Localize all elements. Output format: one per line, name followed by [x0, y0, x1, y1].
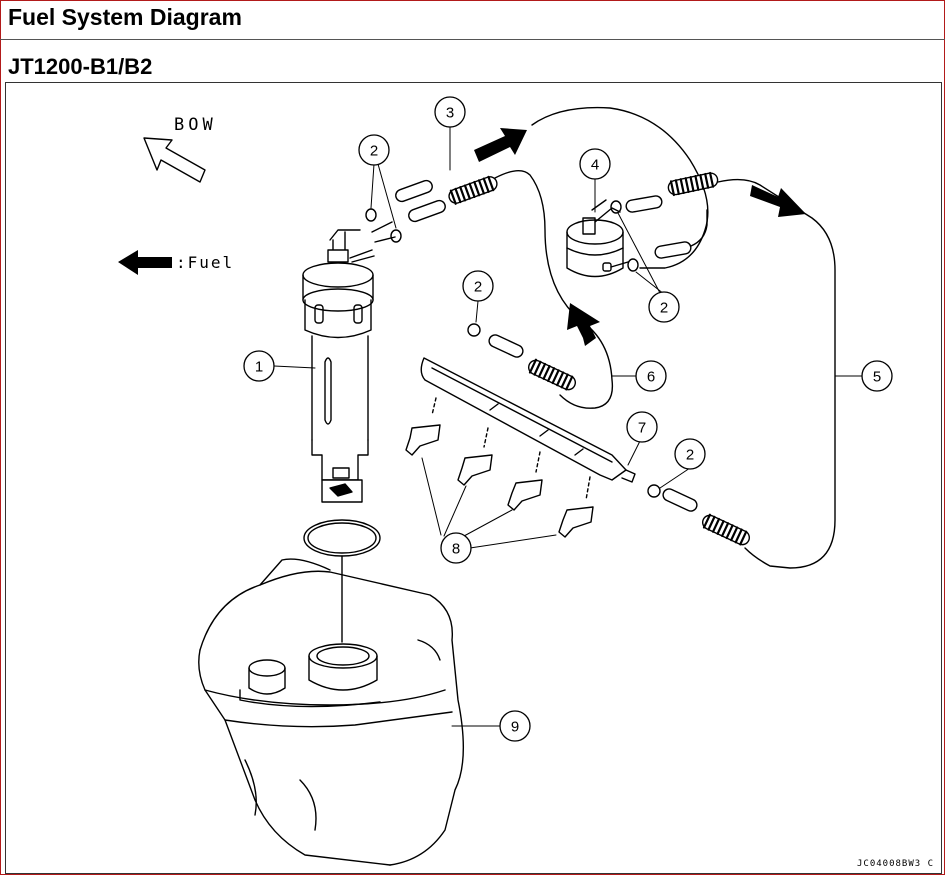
leader-lines	[273, 125, 863, 727]
diagram-frame	[5, 82, 942, 874]
callout-6	[635, 360, 667, 392]
bow-label: BOW	[174, 115, 217, 135]
fuel-rail-icon	[420, 357, 636, 483]
callout-2c-label: 2	[474, 279, 482, 296]
clamp-icon	[365, 200, 661, 498]
o-ring-icon	[303, 519, 381, 557]
injector-icon	[405, 397, 594, 538]
page-title: Fuel System Diagram	[8, 4, 242, 30]
callout-2b-label: 2	[660, 300, 668, 317]
fuel-pump-icon	[302, 229, 375, 503]
callout-1	[243, 350, 275, 382]
callout-1-label: 1	[255, 359, 263, 376]
model-subtitle: JT1200-B1/B2	[8, 54, 153, 79]
callout-9	[499, 710, 531, 742]
flow-arrow-icon	[474, 128, 806, 346]
figure-code: JC04008BW3 C	[857, 859, 934, 869]
callout-2c	[462, 270, 494, 302]
bow-direction-icon	[143, 137, 206, 183]
callout-9-label: 9	[511, 719, 519, 736]
callout-7-label: 7	[638, 420, 646, 437]
callout-5	[861, 360, 893, 392]
callout-3	[434, 96, 466, 128]
callout-7	[626, 411, 658, 443]
callout-5-label: 5	[873, 369, 881, 386]
callout-3-label: 3	[446, 105, 454, 122]
callout-2a	[358, 134, 390, 166]
pressure-regulator-icon	[566, 199, 629, 278]
callout-2d	[674, 438, 706, 470]
title-divider	[0, 39, 945, 40]
fuel-tank-icon	[198, 558, 464, 866]
callout-4	[579, 148, 611, 180]
callout-4-label: 4	[591, 157, 599, 174]
callout-8-label: 8	[452, 541, 460, 558]
callout-8	[440, 532, 472, 564]
callout-2d-label: 2	[686, 447, 694, 464]
callout-2b	[648, 291, 680, 323]
fuel-legend-label: :Fuel	[176, 253, 234, 272]
callout-2a-label: 2	[370, 143, 378, 160]
fuel-legend-arrow-icon	[118, 250, 172, 275]
callout-6-label: 6	[647, 369, 655, 386]
